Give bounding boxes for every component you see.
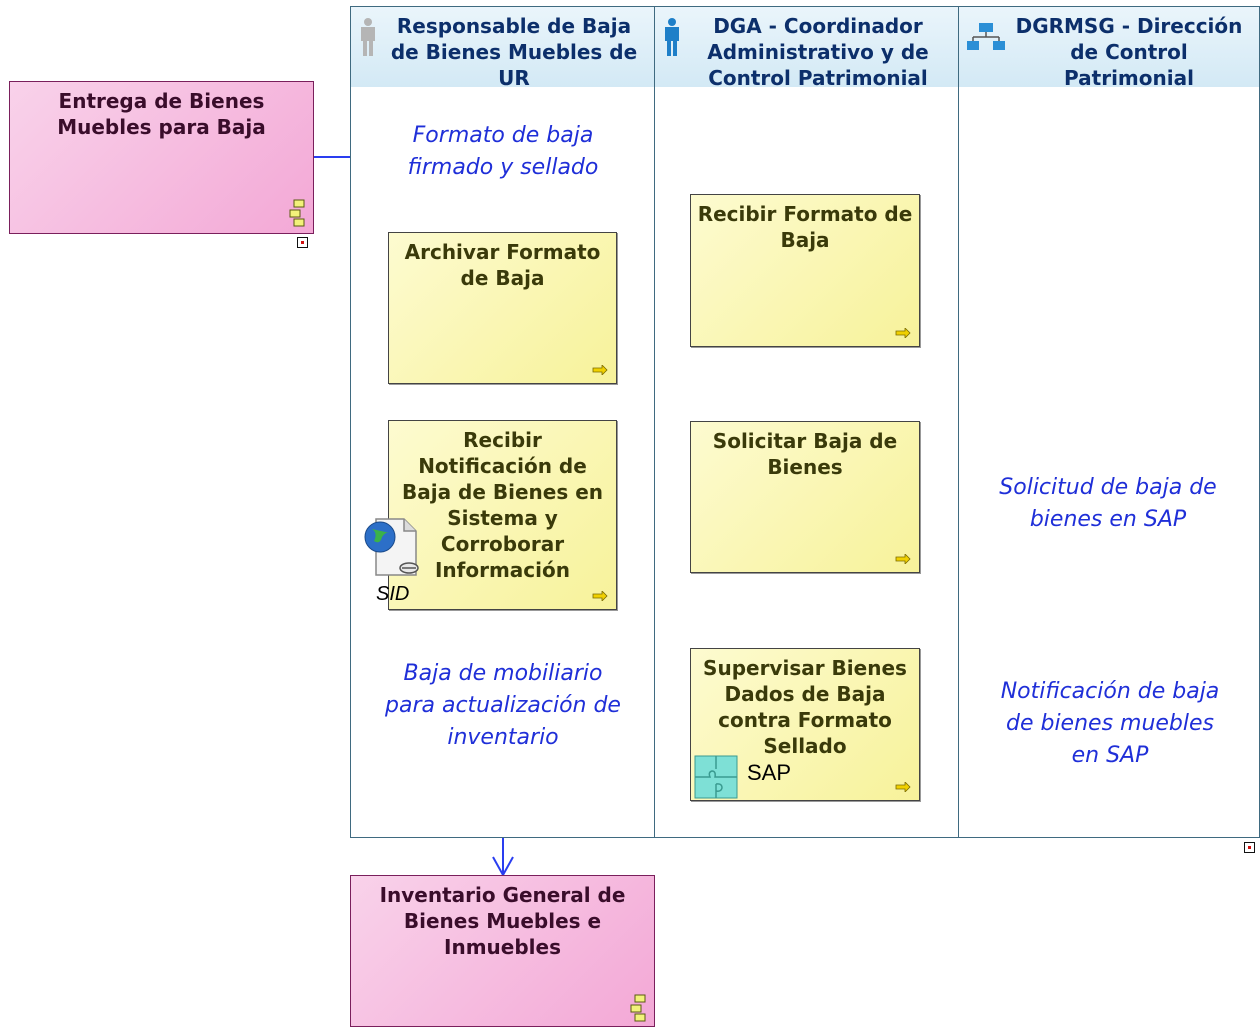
expand-marker-icon[interactable] [297, 237, 308, 248]
person-gray-icon [361, 18, 375, 56]
activity-label: Recibir Formato de Baja [697, 202, 913, 252]
lane-title: DGA - Coordinador Administrativo y de Co… [707, 14, 929, 90]
flow-label-solicitud-sap: Solicitud de baja de bienes en SAP [995, 472, 1221, 536]
activity-label: Archivar Formato de Baja [404, 240, 601, 290]
flow-label-text: Notificación de baja de bienes muebles e… [1000, 679, 1220, 768]
process-link-icon [289, 199, 305, 227]
process-entrega[interactable]: Entrega de Bienes Muebles para Baja [9, 81, 314, 234]
lane-header: Responsable de Baja de Bienes Muebles de… [351, 7, 654, 90]
activity-archivar-formato[interactable]: Archivar Formato de Baja [388, 232, 617, 384]
activity-label: Solicitar Baja de Bienes [712, 429, 898, 479]
activity-label: Recibir Notificación de Baja de Bienes e… [401, 428, 604, 582]
activity-arrow-icon [895, 554, 911, 564]
lane-header: DGA - Coordinador Administrativo y de Co… [655, 7, 958, 90]
process-label: Inventario General de Bienes Muebles e I… [379, 883, 626, 959]
process-inventario[interactable]: Inventario General de Bienes Muebles e I… [350, 875, 655, 1027]
flow-label-baja-mobiliario: Baja de mobiliario para actualización de… [378, 658, 628, 754]
activity-arrow-icon [895, 328, 911, 338]
activity-recibir-notificacion[interactable]: Recibir Notificación de Baja de Bienes e… [388, 420, 617, 610]
sap-label: SAP [747, 760, 792, 785]
flow-label-formato: Formato de baja firmado y sellado [390, 120, 616, 184]
flow-label-text: Solicitud de baja de bienes en SAP [999, 475, 1217, 532]
activity-arrow-icon [592, 591, 608, 601]
org-chart-icon [967, 23, 1005, 50]
sid-label: SID [376, 583, 410, 605]
flow-label-notificacion-sap: Notificación de baja de bienes muebles e… [997, 676, 1223, 772]
flow-label-text: Formato de baja firmado y sellado [407, 123, 599, 180]
activity-recibir-formato[interactable]: Recibir Formato de Baja [690, 194, 920, 347]
flow-label-text: Baja de mobiliario para actualización de… [385, 661, 621, 750]
person-blue-icon [665, 18, 679, 56]
expand-marker-icon[interactable] [1244, 842, 1255, 853]
lane-title: Responsable de Baja de Bienes Muebles de… [390, 14, 638, 90]
process-label: Entrega de Bienes Muebles para Baja [57, 89, 266, 139]
activity-arrow-icon [592, 365, 608, 375]
activity-arrow-icon [895, 782, 911, 792]
process-link-icon [630, 994, 646, 1022]
activity-solicitar-baja[interactable]: Solicitar Baja de Bienes [690, 421, 920, 573]
sap-puzzle-icon [694, 755, 738, 799]
web-document-icon [364, 518, 419, 576]
lane-title: DGRMSG - Dirección de Control Patrimonia… [1015, 14, 1243, 90]
activity-label: Supervisar Bienes Dados de Baja contra F… [703, 656, 907, 758]
lane-header: DGRMSG - Dirección de Control Patrimonia… [959, 7, 1259, 90]
